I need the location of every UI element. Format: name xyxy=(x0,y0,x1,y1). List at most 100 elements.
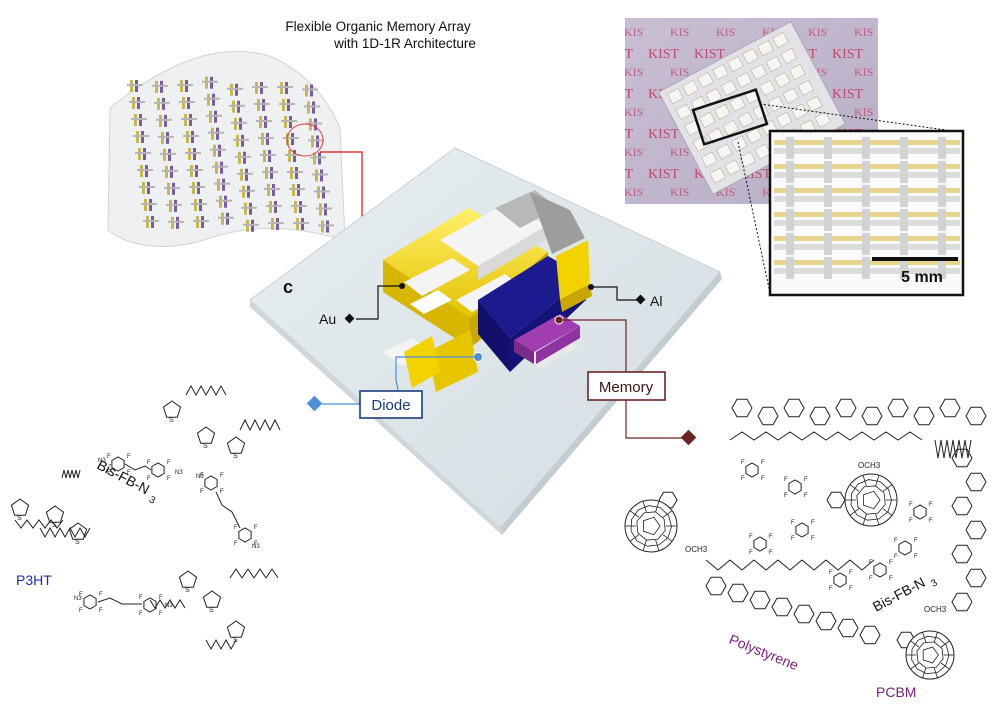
svg-text:F: F xyxy=(849,570,853,576)
alkyl-chain xyxy=(934,439,972,459)
inset-pad xyxy=(938,185,946,207)
inset-pad xyxy=(824,137,832,159)
fullerene-bond xyxy=(875,475,880,487)
zoom-dotted-lines xyxy=(737,103,961,294)
svg-text:S: S xyxy=(233,453,238,460)
benzene-ring xyxy=(913,406,935,426)
svg-text:F: F xyxy=(889,560,893,566)
ester-label-left: OCH3 xyxy=(685,545,708,554)
benzene-ring xyxy=(833,572,847,588)
inset-pad xyxy=(862,209,870,231)
svg-text:N3: N3 xyxy=(98,458,106,464)
photo-zoom-box xyxy=(691,88,769,146)
svg-text:F: F xyxy=(234,541,238,547)
chip-cell xyxy=(806,95,823,112)
inset-pad xyxy=(824,209,832,231)
fullerene-bond xyxy=(940,662,950,670)
array-cell xyxy=(185,147,201,160)
fullerene-facet xyxy=(863,490,881,510)
inset-pad xyxy=(900,161,908,183)
flexible-array-illustration xyxy=(107,50,346,247)
svg-text:F: F xyxy=(107,454,111,460)
fullerene-facet xyxy=(911,635,950,675)
benzene-ring xyxy=(727,583,749,603)
chip-cell xyxy=(667,87,684,105)
inset-pad xyxy=(786,233,794,255)
array-cell xyxy=(308,135,324,148)
purple-memory-layer xyxy=(514,314,580,352)
svg-text:F: F xyxy=(200,473,204,479)
chip-cell xyxy=(714,103,731,120)
fullerene-facet xyxy=(850,479,892,521)
svg-text:F: F xyxy=(749,534,753,540)
chip-cell xyxy=(791,103,808,120)
thiophene-ring xyxy=(226,620,246,638)
flexible-substrate xyxy=(107,50,346,247)
pcbm-label: PCBM xyxy=(876,684,916,700)
array-cell xyxy=(281,116,297,129)
array-cell xyxy=(208,127,224,140)
inset-pad xyxy=(900,209,908,231)
array-cell xyxy=(127,80,143,92)
chip-cell xyxy=(742,48,759,65)
polystyrene-label: Polystyrene xyxy=(727,631,801,673)
chip-cell xyxy=(775,111,793,128)
benzene-ring xyxy=(749,590,771,610)
panel-label: c xyxy=(283,277,293,297)
chip-cell xyxy=(722,119,740,136)
array-cell xyxy=(243,219,259,232)
benzene-ring xyxy=(753,536,767,552)
svg-text:F: F xyxy=(749,550,753,556)
array-cell xyxy=(143,216,159,228)
chip-cell xyxy=(720,79,738,97)
ester-label-lower: OCH3 xyxy=(924,605,947,614)
array-cell xyxy=(187,164,203,177)
array-cell xyxy=(133,131,149,143)
memory-label-box xyxy=(587,371,666,401)
svg-text:F: F xyxy=(804,477,808,483)
au-label: Au xyxy=(319,311,336,327)
scale-bar-label: 5 mm xyxy=(901,269,943,286)
svg-text:F: F xyxy=(894,538,898,544)
svg-text:N3: N3 xyxy=(252,544,260,550)
al-lead xyxy=(588,284,646,305)
alkyl-chain xyxy=(729,431,923,441)
fullerene-facet xyxy=(636,511,666,541)
benzene-ring xyxy=(965,472,987,492)
chip-cell xyxy=(699,111,716,128)
svg-text:F: F xyxy=(909,518,913,524)
memory-label: Memory xyxy=(599,379,654,396)
fullerene-facet xyxy=(922,646,939,664)
svg-text:F: F xyxy=(894,554,898,560)
svg-text:F: F xyxy=(139,595,143,601)
benzene-ring xyxy=(965,520,987,540)
chip-cell xyxy=(692,135,710,152)
svg-text:F: F xyxy=(99,608,103,614)
inset-pad xyxy=(900,137,908,159)
svg-text:F: F xyxy=(107,470,111,476)
thiophene-ring xyxy=(196,426,216,444)
benzene-ring xyxy=(826,491,846,509)
svg-text:N3: N3 xyxy=(175,470,183,476)
array-cell xyxy=(206,110,222,123)
benzene-ring xyxy=(795,522,809,538)
array-cell xyxy=(260,149,276,162)
fullerene-bond xyxy=(933,667,938,678)
array-cell xyxy=(168,216,184,229)
svg-text:S: S xyxy=(185,587,190,594)
svg-text:F: F xyxy=(811,520,815,526)
array-cell xyxy=(193,215,209,228)
svg-text:F: F xyxy=(929,518,933,524)
inset-pad xyxy=(824,161,832,183)
svg-text:F: F xyxy=(769,550,773,556)
benzene-ring xyxy=(731,398,753,418)
fullerene-bond xyxy=(862,475,867,487)
ester-linker xyxy=(215,491,241,529)
alkyl-chain xyxy=(185,384,227,397)
thiophene-ring xyxy=(68,522,88,540)
inset-pad xyxy=(786,137,794,159)
svg-text:S: S xyxy=(203,443,208,450)
inset-pad xyxy=(786,257,794,279)
array-cell xyxy=(214,178,230,191)
chip-cell xyxy=(697,72,714,89)
